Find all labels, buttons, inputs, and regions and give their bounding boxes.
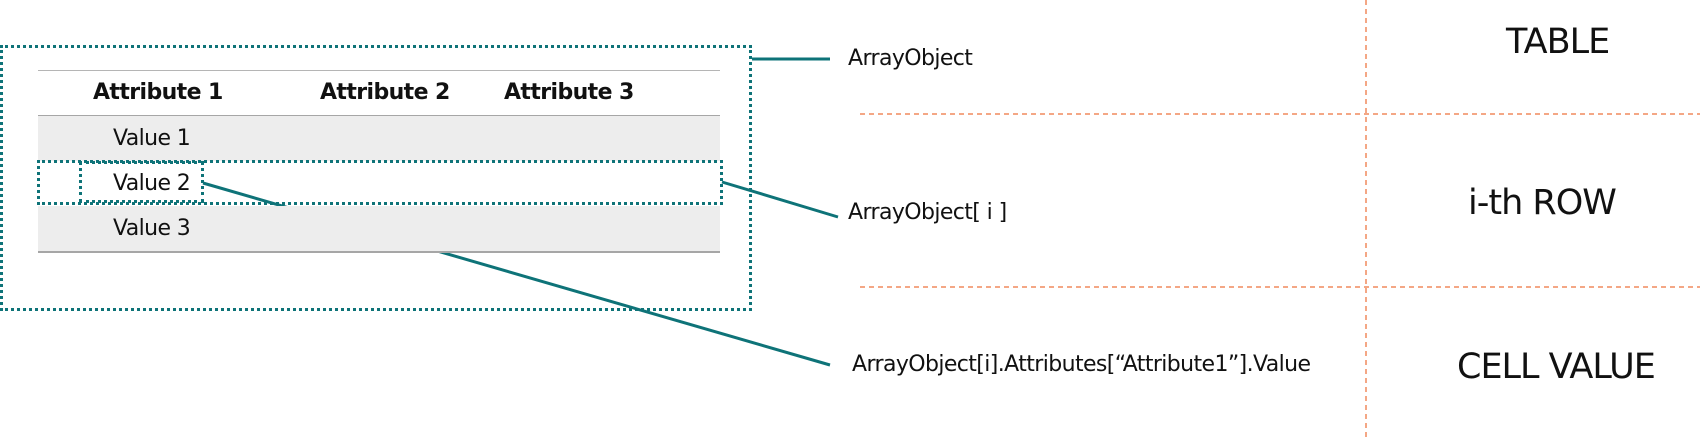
table-row: Value 3 [38,206,720,251]
connector-row [721,180,839,219]
table-row: Value 2 [38,161,720,206]
column-header-attribute-1: Attribute 1 [93,80,223,105]
column-header-attribute-2: Attribute 2 [320,80,450,105]
label-array-object: ArrayObject [848,46,973,71]
column-header-attribute-3: Attribute 3 [504,80,634,105]
table-bottom-rule [38,251,720,253]
cell-highlight-box [79,161,204,203]
level-label-cell: CELL VALUE [1457,347,1656,387]
table-row: Value 1 [38,116,720,161]
table-highlight-box [0,45,752,311]
level-label-row: i-th ROW [1468,183,1617,223]
label-array-object-row: ArrayObject[ i ] [848,200,1007,225]
row-highlight-box [37,160,723,205]
table-top-rule [38,70,720,71]
table-cell-value-3: Value 3 [113,216,191,241]
level-label-table: TABLE [1506,22,1610,62]
table-cell-value-2: Value 2 [113,171,191,196]
table-cell-value-1: Value 1 [113,126,191,151]
label-array-object-value: ArrayObject[i].Attributes[“Attribute1”].… [852,352,1311,377]
